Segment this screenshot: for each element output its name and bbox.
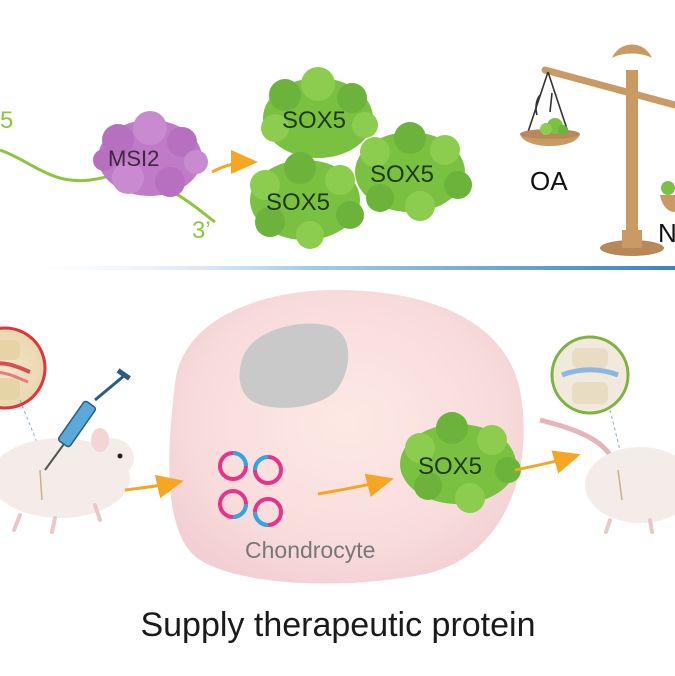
sox5-label-2: SOX5 <box>266 189 330 216</box>
bottom-panel: SOX5 Chondrocyte <box>0 290 675 644</box>
sox5-protein-left: SOX5 <box>250 152 364 249</box>
top-panel: 5 3’ MSI2 SOX5 <box>0 45 675 257</box>
sox5-protein-right: SOX5 <box>355 122 472 221</box>
sox5-label-3: SOX5 <box>370 161 434 188</box>
arrow-sox5-to-mouse <box>515 456 575 470</box>
knee-joint-oa-inset <box>0 328 45 450</box>
sox5-label-1: SOX5 <box>282 107 346 134</box>
sox5-protein-top: SOX5 <box>261 67 378 158</box>
panel-divider <box>0 266 675 270</box>
balance-scale: OA N <box>520 45 675 257</box>
rna-three-prime-label: 3’ <box>192 217 211 244</box>
arrow-msi2-to-sox5 <box>212 162 252 172</box>
caption: Supply therapeutic protein <box>140 606 535 644</box>
knee-joint-healthy-inset <box>552 337 628 450</box>
mouse-icon-healthy <box>540 420 675 532</box>
chondrocyte-label: Chondrocyte <box>245 537 375 563</box>
sox5-label-cell: SOX5 <box>418 453 482 480</box>
balance-left-label: OA <box>530 166 568 196</box>
balance-right-label: N <box>658 218 675 248</box>
msi2-label: MSI2 <box>108 146 159 171</box>
rna-five-prime-label: 5 <box>0 107 13 134</box>
msi2-protein: MSI2 <box>93 111 208 197</box>
